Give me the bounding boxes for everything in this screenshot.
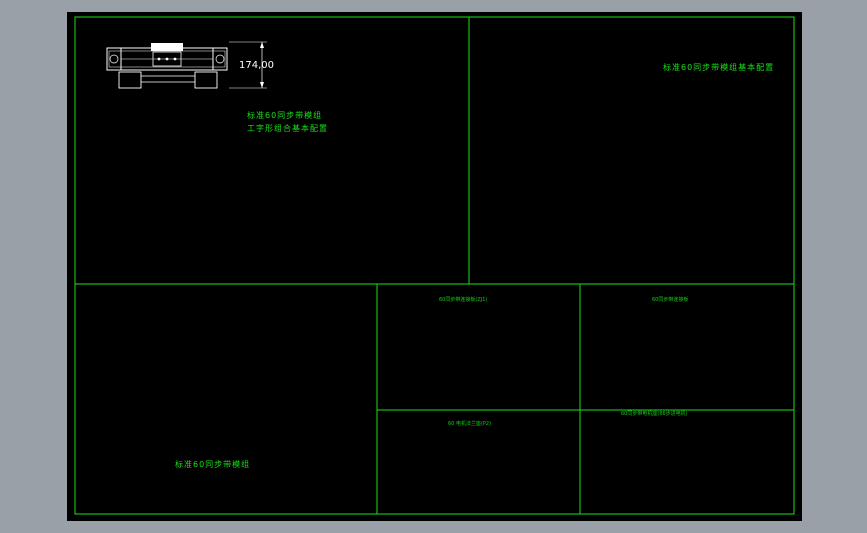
drawing-frame [74, 16, 795, 515]
dimension-height: 174,00 [239, 60, 274, 71]
label-std60-belt-module: 标准60同步带模组 [247, 111, 323, 120]
label-motor-flange: 60 电机法兰座(P2) [448, 421, 492, 427]
cad-viewport[interactable]: 174,00 标准60同步带模组 工字形组合基本配置 标准60同步带模组基本配置… [67, 12, 802, 521]
label-std60-belt-module-bottom: 标准60同步带模组 [175, 460, 251, 469]
label-i-shape-assembly: 工字形组合基本配置 [247, 124, 328, 133]
label-adapter-plate-1: 60同步带连接板(ZJ1) [439, 297, 488, 303]
label-adapter-plate-2: 60同步带连接板 [652, 297, 689, 303]
top-left-front-view [106, 41, 267, 89]
label-motor-flange-bracket: 60同步带电机座(86步进电机) [621, 411, 688, 417]
drawing-canvas [74, 16, 795, 515]
label-basic-config: 标准60同步带模组基本配置 [663, 63, 775, 72]
